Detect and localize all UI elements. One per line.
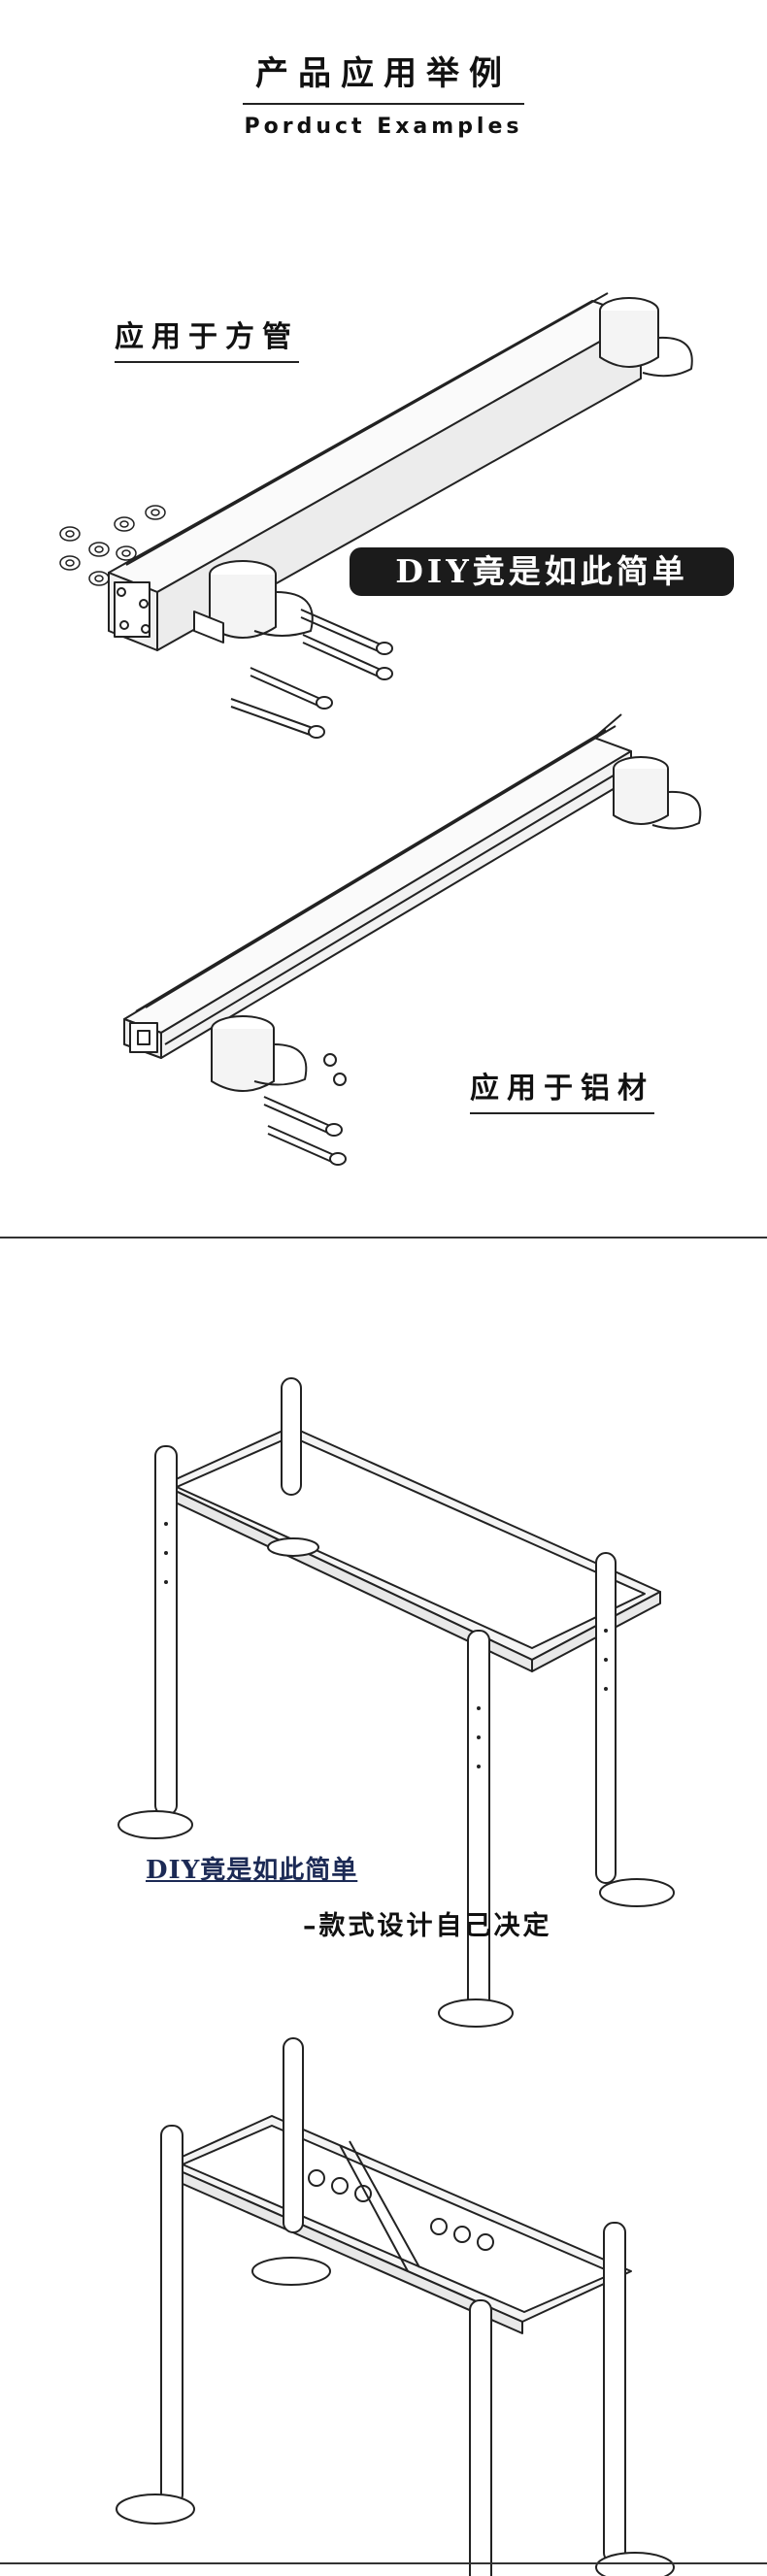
page-title: 产品应用举例 — [255, 54, 512, 93]
title-divider — [243, 103, 524, 105]
bottom-divider — [0, 2562, 767, 2564]
table-illustration-plain — [117, 1377, 675, 2028]
section-divider — [0, 1237, 767, 1238]
diy-badge: DIY竟是如此简单 — [350, 547, 734, 596]
square-tube-illustration — [59, 292, 693, 739]
diy-heading: DIY竟是如此简单 — [146, 1856, 358, 1885]
page-subtitle: Porduct Examples — [244, 115, 523, 139]
table-illustration-accessories — [116, 2037, 675, 2576]
design-subtitle: –款式设计自己决定 — [303, 1911, 552, 1941]
aluminum-profile-illustration — [123, 713, 702, 1166]
label-square-tube: 应用于方管 — [115, 313, 299, 363]
label-aluminum: 应用于铝材 — [470, 1064, 654, 1114]
